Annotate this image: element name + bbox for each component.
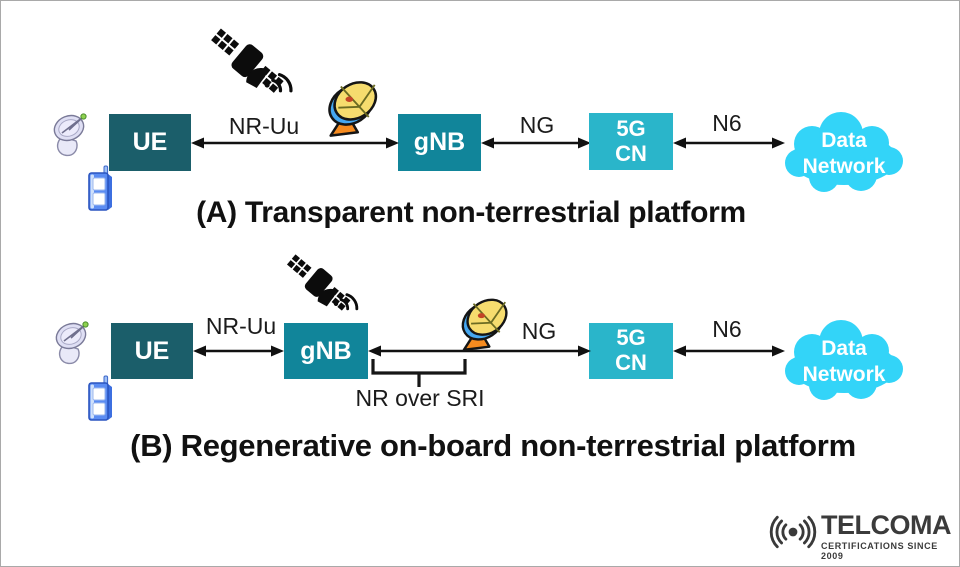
mobile-phone-icon [85, 165, 115, 211]
link-label-nr-uu: NR-Uu [205, 313, 277, 339]
link-label-n6: N6 [712, 316, 742, 342]
caption-a: (A) Transparent non-terrestrial platform [196, 196, 746, 229]
ground-dish-icon [51, 319, 93, 367]
telcoma-logo: TELCOMA CERTIFICATIONS SINCE 2009 [769, 512, 959, 561]
link-label-ng: NG [521, 318, 557, 344]
satellite-icon [204, 27, 296, 107]
cloud-label-line1: Data [821, 336, 867, 360]
satellite-dish-icon [449, 291, 517, 353]
logo-tagline: CERTIFICATIONS SINCE 2009 [821, 541, 938, 561]
link-label-nr-uu: NR-Uu [228, 113, 300, 139]
logo-name: TELCOMA [821, 510, 951, 540]
data-network-cloud: Data Network [777, 319, 911, 405]
node-gnb: gNB [398, 114, 481, 171]
satellite-icon [281, 253, 361, 323]
span-bracket [371, 357, 467, 389]
node-5g-cn: 5G CN [589, 323, 673, 379]
cloud-icon [785, 112, 903, 192]
double-arrow-n6 [673, 343, 785, 359]
double-arrow-ng [481, 135, 591, 151]
node-5g-cn: 5G CN [589, 113, 673, 170]
signal-waves-icon [769, 512, 817, 552]
link-label-nr-over-sri: NR over SRI [355, 385, 485, 411]
node-5g-cn-line1: 5G [616, 115, 646, 141]
satellite-dish-icon [315, 73, 387, 139]
node-ue: UE [109, 114, 191, 171]
caption-b: (B) Regenerative on-board non-terrestria… [130, 428, 856, 463]
double-arrow-nr-uu [193, 343, 284, 359]
double-arrow-n6 [673, 135, 785, 151]
node-5g-cn-line1: 5G [616, 325, 646, 351]
link-label-n6: N6 [712, 110, 742, 136]
double-arrow-ng [368, 343, 591, 359]
link-label-ng: NG [519, 112, 555, 138]
node-5g-cn-line2: CN [615, 350, 647, 375]
cloud-label-line2: Network [802, 155, 886, 178]
node-gnb: gNB [284, 323, 368, 379]
node-5g-cn-line2: CN [615, 140, 647, 166]
data-network-cloud: Data Network [777, 111, 911, 197]
ground-dish-icon [49, 111, 91, 159]
cloud-label-line1: Data [821, 128, 867, 152]
cloud-label-line2: Network [802, 363, 886, 386]
mobile-phone-icon [85, 375, 115, 421]
double-arrow-nr-uu [191, 135, 399, 151]
node-ue: UE [111, 323, 193, 379]
cloud-icon [785, 320, 903, 400]
